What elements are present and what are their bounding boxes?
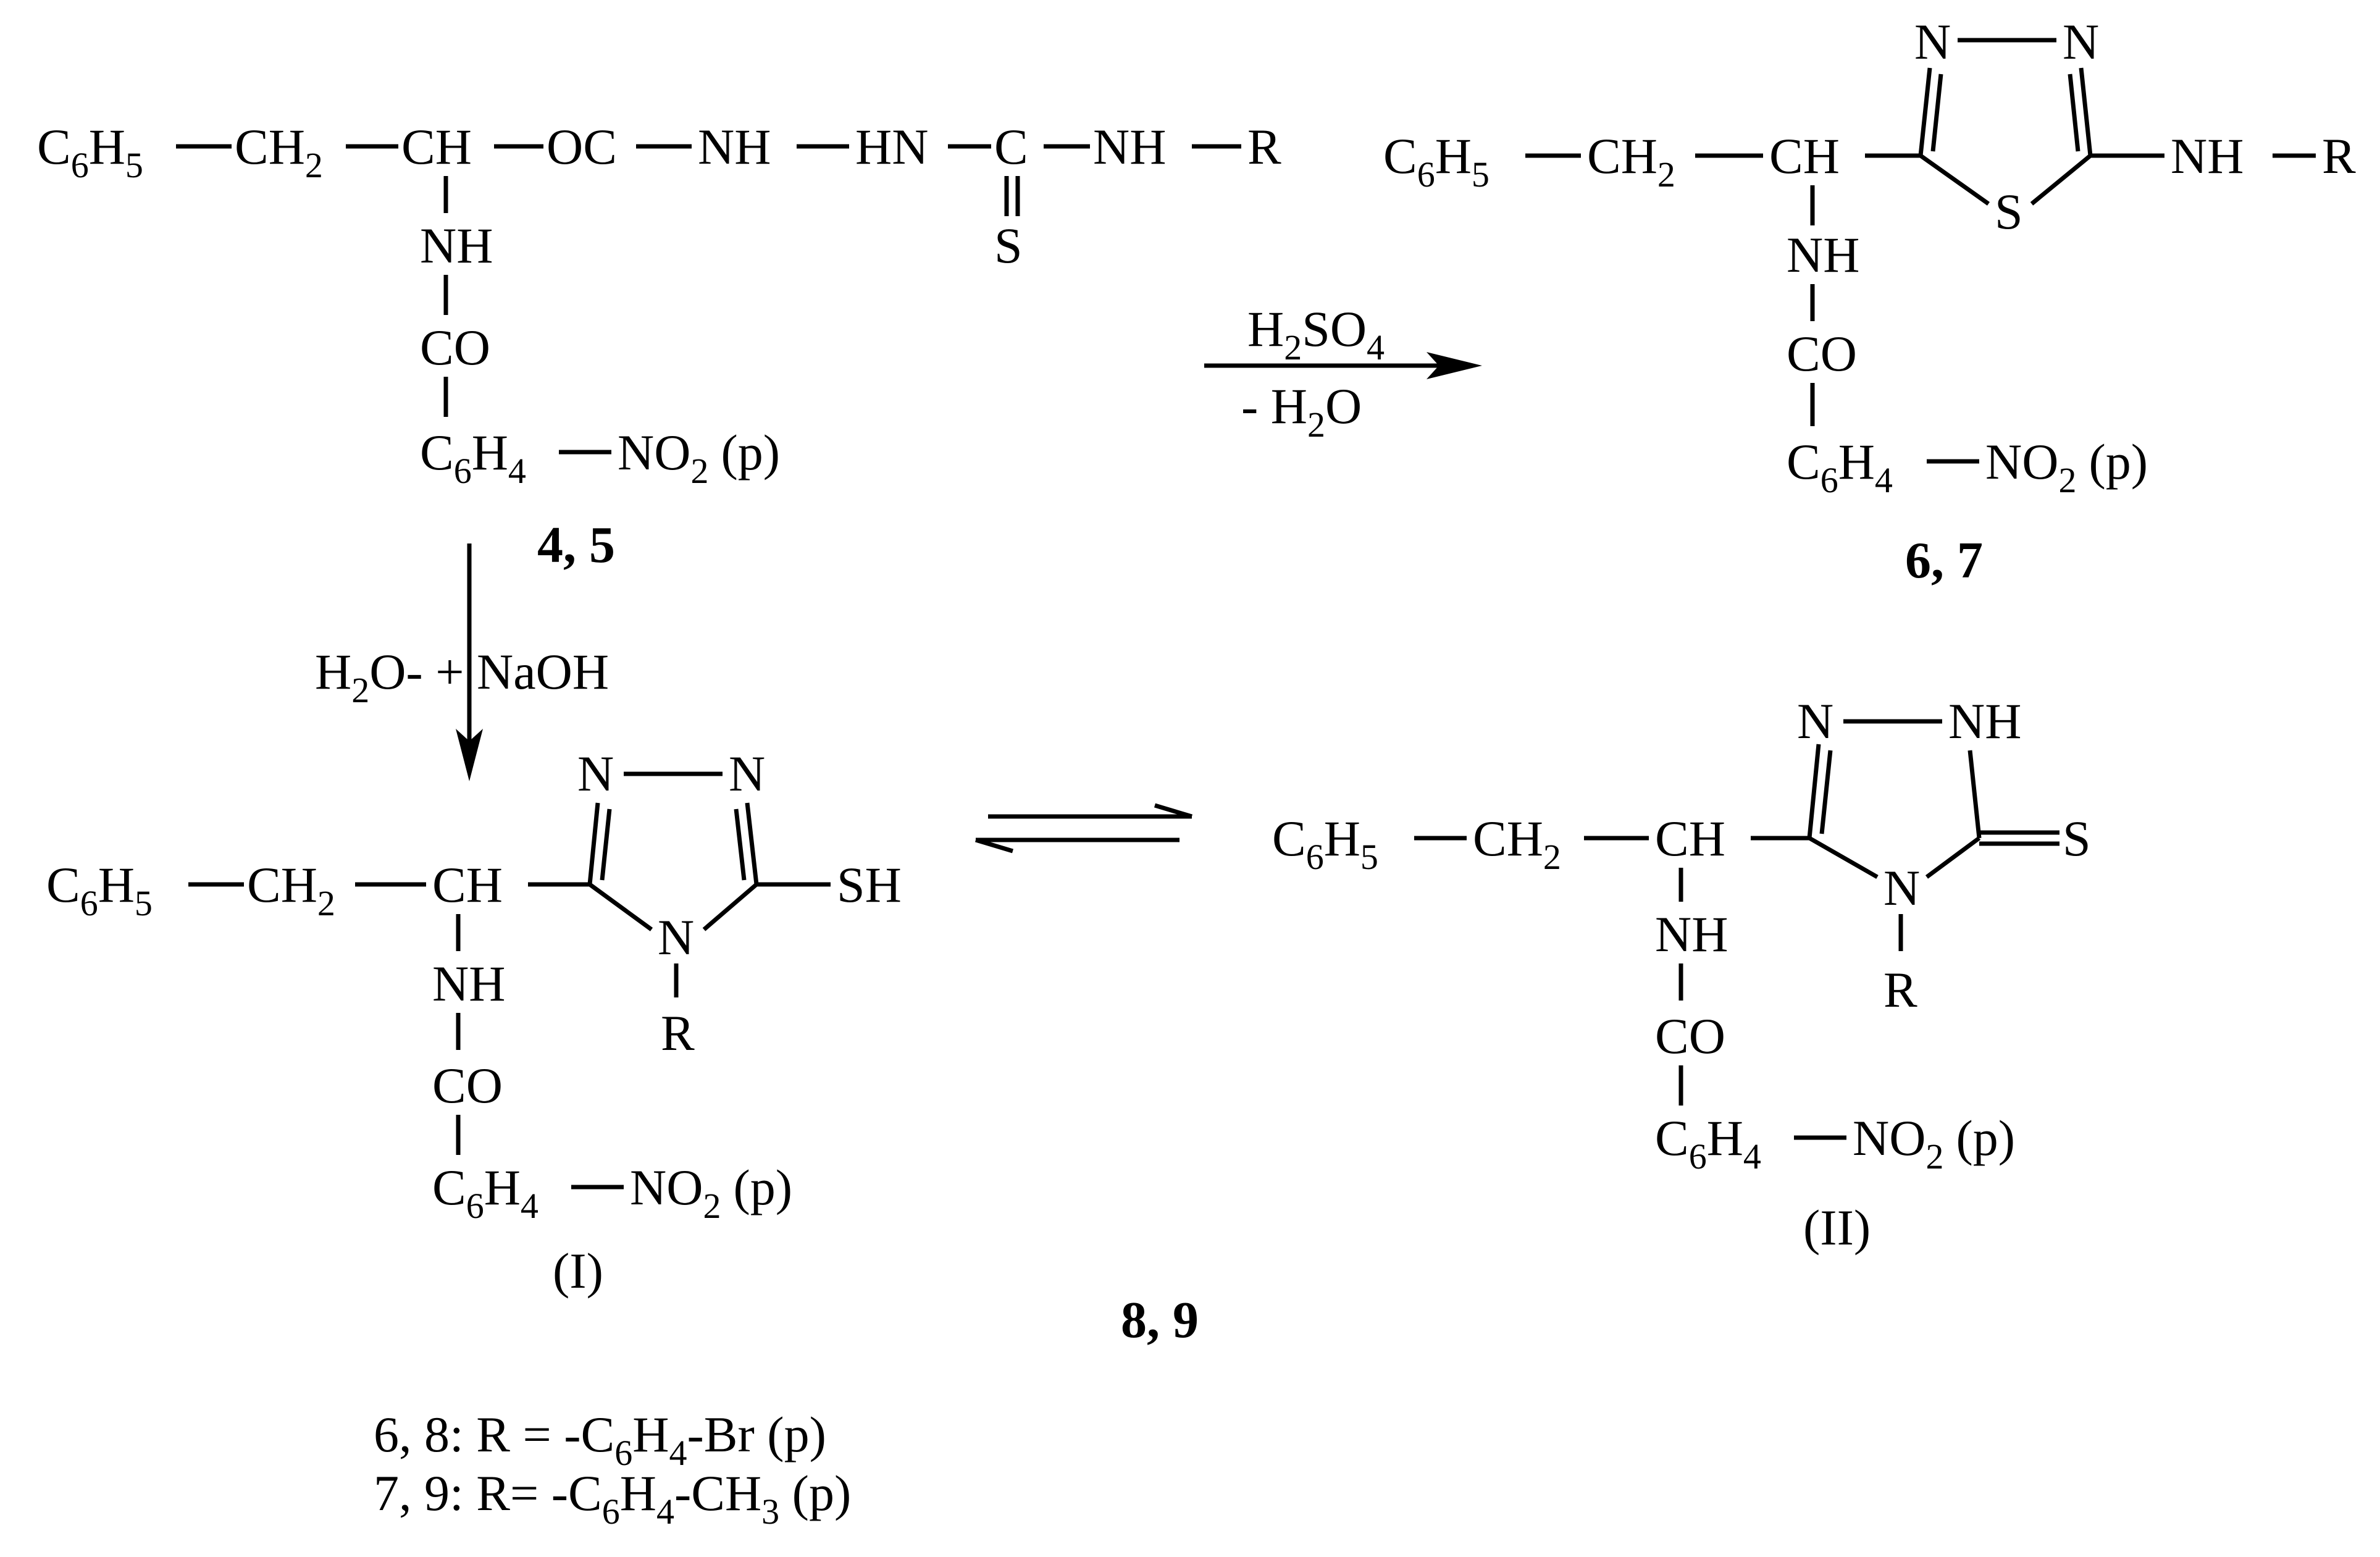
thiadiazole-side-nh: NH [1787, 227, 1859, 283]
reactant-oc: OC [547, 119, 617, 175]
thione-ch2: CH2 [1473, 810, 1561, 877]
reactant-structure: C6H5 CH2 CH OC NH HN C NH R S NH CO C6H4… [37, 119, 1281, 574]
thiol-r: R [661, 1005, 695, 1061]
thiadiazole-phenyl: C6H5 [1383, 128, 1490, 195]
acid-reagent-top: H2SO4 [1247, 301, 1385, 367]
legend-line-2: 7, 9: R= -C6H4-CH3 (p) [374, 1465, 851, 1532]
thiol-sh: SH [837, 857, 902, 913]
reactant-thione-s: S [994, 217, 1023, 274]
product-label: 8, 9 [1121, 1291, 1199, 1349]
thione-side-co: CO [1655, 1008, 1725, 1064]
reactant-side-c6h4: C6H4 [420, 424, 526, 491]
thiol-label: (I) [553, 1243, 603, 1299]
thiadiazole-structure: C6H5 CH2 CH N N S NH R NH CO C6H4 NO2(p)… [1383, 14, 2356, 589]
reactant-r: R [1247, 119, 1281, 175]
reactant-ch: CH [401, 119, 472, 175]
reactant-side-nh: NH [420, 217, 493, 274]
thiol-side-no2: NO2(p) [630, 1159, 792, 1226]
thione-label: (II) [1803, 1199, 1871, 1256]
reactant-thiocarbonyl-c: C [994, 119, 1028, 175]
thione-ch: CH [1655, 810, 1725, 867]
reactant-hn: HN [855, 119, 928, 175]
thiol-n1: N [577, 745, 614, 802]
thiadiazole-side-no2: NO2(p) [1985, 434, 2148, 500]
thione-n1: N [1797, 693, 1833, 749]
thiadiazole-n3: N [1914, 14, 1951, 70]
legend-line-1: 6, 8: R = -C6H4-Br (p) [374, 1406, 826, 1473]
base-reagent: H2O- + NaOH [315, 644, 609, 710]
base-cyclization-arrow: H2O- + NaOH [315, 543, 609, 781]
thiol-n4: N [658, 909, 694, 965]
reactant-side-no2: NO2(p) [618, 424, 780, 491]
thiol-ch: CH [432, 857, 503, 913]
acid-reagent-bottom: - H2O [1241, 378, 1362, 445]
thione-r: R [1883, 962, 1917, 1018]
thiol-side-nh: NH [432, 955, 505, 1012]
thiol-side-co: CO [432, 1057, 503, 1114]
reactant-side-co: CO [420, 319, 490, 376]
thiol-ch2: CH2 [247, 857, 335, 923]
thione-side-nh: NH [1655, 906, 1728, 962]
thiadiazole-side-c6h4: C6H4 [1787, 434, 1893, 500]
thiadiazole-n4: N [2063, 14, 2099, 70]
thione-nh: NH [1948, 693, 2021, 749]
reactant-ch2: CH2 [235, 119, 323, 185]
thiadiazole-s: S [1995, 183, 2023, 240]
thione-n4: N [1883, 860, 1920, 916]
thiol-n2: N [729, 745, 765, 802]
thiadiazole-ch2: CH2 [1587, 128, 1675, 195]
triazole-thiol-structure: C6H5 CH2 CH N N N SH R NH CO C6H4 NO2(p)… [46, 745, 902, 1299]
thione-side-c6h4: C6H4 [1655, 1110, 1761, 1177]
reactant-nh-terminal: NH [1093, 119, 1166, 175]
reactant-nh: NH [698, 119, 771, 175]
thiadiazole-r: R [2322, 128, 2356, 184]
thiadiazole-label: 6, 7 [1905, 532, 1983, 589]
reactant-label: 4, 5 [537, 516, 615, 574]
thione-s: S [2063, 810, 2091, 867]
thiadiazole-side-co: CO [1787, 325, 1857, 382]
equilibrium-arrow [974, 803, 1193, 854]
thiol-side-c6h4: C6H4 [432, 1159, 538, 1226]
thiadiazole-ch: CH [1769, 128, 1840, 184]
acid-cyclization-arrow: H2SO4 - H2O [1204, 301, 1482, 445]
substituent-legend: 6, 8: R = -C6H4-Br (p) 7, 9: R= -C6H4-CH… [374, 1406, 851, 1532]
thione-side-no2: NO2(p) [1853, 1110, 2015, 1177]
thiol-phenyl: C6H5 [46, 857, 153, 923]
triazole-thione-structure: C6H5 CH2 CH N NH N S R NH CO C6H4 NO2(p)… [1272, 693, 2091, 1256]
thione-phenyl: C6H5 [1272, 810, 1378, 877]
reactant-phenyl: C6H5 [37, 119, 143, 185]
thiadiazole-nh: NH [2171, 128, 2244, 184]
